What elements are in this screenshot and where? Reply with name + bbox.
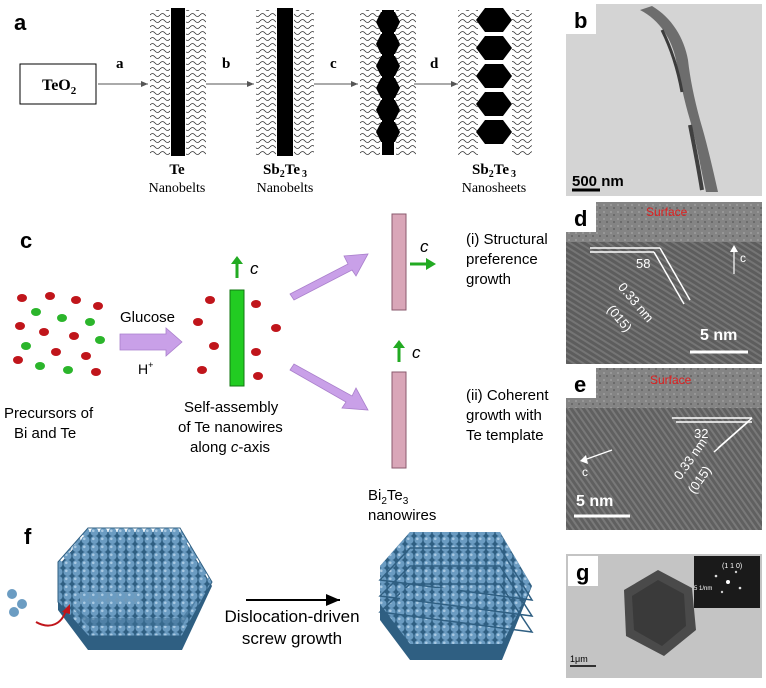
saed-scale: 5 1/nm: [694, 586, 712, 592]
route1-line3: growth: [466, 271, 511, 288]
panel-e-c: c: [582, 465, 588, 479]
ligands-left-1: [150, 10, 170, 155]
panel-a-label: a: [14, 10, 27, 35]
panel-e-c-arrow: [583, 449, 613, 461]
te-c-label: c: [250, 259, 259, 278]
panel-b: b 500 nm: [566, 4, 762, 196]
arrow-d-label: d: [430, 56, 439, 72]
panel-e-scale: 5 nm: [576, 493, 613, 510]
ligands-left-3: [360, 10, 380, 155]
teo2-box: [19, 63, 97, 105]
panel-f: f Dislocation-driven screw growth: [7, 524, 534, 660]
bite-wire-1: [391, 213, 407, 311]
crystal-left: [57, 527, 213, 650]
te-nanobelts-label: Nanobelts: [149, 181, 206, 196]
screw-growth-line2: screw growth: [242, 629, 342, 648]
bi2te3-label: Bi2Te3: [368, 487, 409, 507]
hplus-label: H+: [138, 360, 153, 377]
ligands-left-4: [458, 10, 478, 155]
panel-b-scale: 500 nm: [572, 173, 624, 190]
route2-line3: Te template: [466, 427, 544, 444]
panel-c-label: c: [20, 228, 32, 253]
te-assembly-dots: [193, 296, 281, 380]
ligands-right-4: [512, 10, 532, 155]
te-nanowire: [229, 289, 245, 387]
arrow-c-label: c: [330, 56, 337, 72]
ligands-right-2: [294, 10, 314, 155]
panel-e-surface: Surface: [650, 373, 692, 387]
route2-arrow: [289, 363, 369, 411]
panel-e-label: e: [574, 372, 586, 397]
te-label: Te: [169, 162, 185, 178]
precursors-line2: Bi and Te: [14, 425, 76, 442]
panel-d-angle: 58: [636, 256, 650, 271]
panel-g-scale: 1μm: [570, 654, 588, 664]
hexagon-chain: [376, 10, 400, 155]
glucose-label: Glucose: [120, 309, 175, 326]
route2-c-label: c: [412, 343, 421, 362]
atom-attach-arrow: [35, 609, 67, 627]
panel-e-angle: 32: [694, 426, 708, 441]
bite-wire-2: [391, 371, 407, 469]
nanosheet-stack: [476, 8, 512, 144]
crystal-right: [378, 532, 534, 660]
panel-d-label: d: [574, 206, 587, 231]
arrow-a-label: a: [116, 56, 124, 72]
screw-growth-line1: Dislocation-driven: [224, 607, 359, 626]
panel-f-label: f: [24, 524, 32, 549]
ligands-right-1: [186, 10, 206, 155]
sb2te3-nanobelts-label: Nanobelts: [257, 181, 314, 196]
te-nanobelt: [171, 8, 185, 156]
precursor-dots: [13, 292, 105, 376]
route2-line2: growth with: [466, 407, 542, 424]
route1-c-label: c: [420, 237, 429, 256]
saed-index: (1 1 0): [722, 563, 742, 570]
panel-d: d Surface 58 0.33 nm (015) c 5 nm: [566, 202, 762, 364]
route1-arrow: [289, 253, 369, 301]
panel-d-surface: Surface: [646, 205, 688, 219]
glucose-arrow: [119, 327, 183, 357]
self-assembly-line2: of Te nanowires: [178, 419, 283, 436]
nanobelt-tem: [640, 6, 718, 192]
sb2te3-nanosheets-label: Nanosheets: [462, 181, 527, 196]
ligands-left-2: [256, 10, 276, 155]
panel-b-label-bg: [566, 4, 596, 34]
route2-line1: (ii) Coherent: [466, 387, 549, 404]
arrow-b-label: b: [222, 56, 230, 72]
route1-line2: preference: [466, 251, 538, 268]
panel-a: a TeO2 a b c d: [14, 8, 532, 196]
nanowires-label: nanowires: [368, 507, 436, 524]
panel-g: (1 1 0) 5 1/nm g 1μm: [566, 554, 762, 678]
panel-d-c: c: [740, 251, 746, 265]
self-assembly-line1: Self-assembly: [184, 399, 279, 416]
teo2-label: TeO2: [42, 77, 77, 97]
self-assembly-line3: along c-axis: [190, 439, 270, 456]
route1-line1: (i) Structural: [466, 231, 548, 248]
panel-e-label-bg: [566, 368, 596, 398]
ligands-right-3: [396, 10, 416, 155]
precursors-line1: Precursors of: [4, 405, 94, 422]
panel-e: e Surface 32 0.33 nm (015) c 5 nm: [566, 368, 762, 530]
panel-d-scale: 5 nm: [700, 327, 737, 344]
panel-b-label: b: [574, 8, 587, 33]
panel-g-label: g: [576, 560, 589, 585]
panel-g-label-bg: [568, 556, 598, 586]
panel-d-label-bg: [566, 202, 596, 232]
panel-c: c Precursors of Bi and Te Glucose: [4, 213, 549, 524]
sb2te3-nanobelt: [277, 8, 293, 156]
